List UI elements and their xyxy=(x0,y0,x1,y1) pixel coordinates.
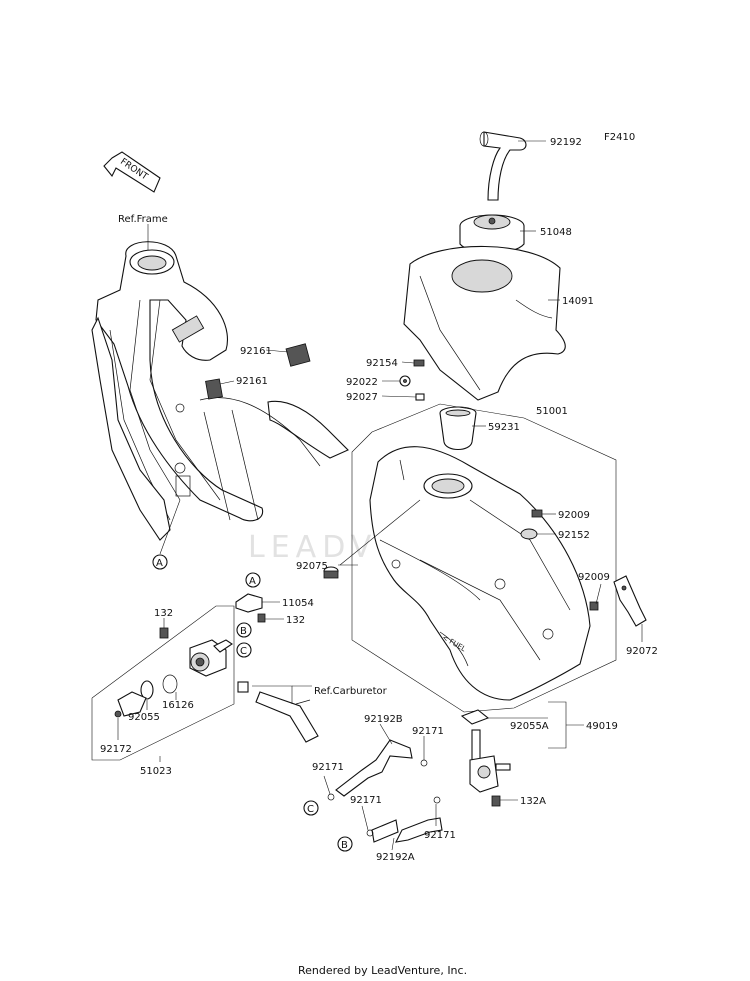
clip-92171-d xyxy=(366,829,374,837)
clip-92171-c xyxy=(433,796,441,804)
part-51001[interactable]: 51001 xyxy=(536,406,568,417)
lever-92172 xyxy=(114,691,147,718)
part-92161-upper[interactable]: 92161 xyxy=(240,346,272,357)
part-92152[interactable]: 92152 xyxy=(558,530,590,541)
clip-92171-a xyxy=(420,759,428,767)
part-92075[interactable]: 92075 xyxy=(296,561,328,572)
callout-C-hose: C xyxy=(303,800,319,816)
tank-cover-14091 xyxy=(403,245,566,401)
clip-92171-b xyxy=(327,793,335,801)
damper-pad-lower xyxy=(205,378,223,400)
footer-credit: Rendered by LeadVenture, Inc. xyxy=(298,964,467,977)
svg-text:C: C xyxy=(240,646,247,657)
callout-B-valve: B xyxy=(236,622,252,638)
part-92172[interactable]: 92172 xyxy=(100,744,132,755)
part-59231[interactable]: 59231 xyxy=(488,422,520,433)
filter-59231 xyxy=(439,406,477,451)
part-92171-a[interactable]: 92171 xyxy=(412,726,444,737)
part-92055A[interactable]: 92055A xyxy=(510,721,549,732)
breather-hose xyxy=(479,131,527,201)
bolt-92009-upper xyxy=(531,509,543,518)
bolt-92154 xyxy=(413,359,425,367)
hose-92192A xyxy=(371,817,443,843)
part-16126[interactable]: 16126 xyxy=(162,700,194,711)
part-132-bracket[interactable]: 132 xyxy=(286,615,305,626)
part-92022[interactable]: 92022 xyxy=(346,377,378,388)
front-arrow-icon: FRONT xyxy=(103,151,161,193)
ref-frame-label: Ref.Frame xyxy=(118,214,168,225)
gasket-92055 xyxy=(140,680,154,700)
oring-16126 xyxy=(162,674,178,694)
fuel-cock-49019 xyxy=(469,729,511,793)
bolt-92009-right xyxy=(589,601,599,611)
part-92192B[interactable]: 92192B xyxy=(364,714,403,725)
bolt-132-bracket xyxy=(257,613,266,623)
part-11054[interactable]: 11054 xyxy=(282,598,314,609)
callout-C-valve: C xyxy=(236,642,252,658)
carburetor-hose xyxy=(255,691,319,743)
washer-92152 xyxy=(520,528,538,540)
part-132-left[interactable]: 132 xyxy=(154,608,173,619)
callout-B-hose: B xyxy=(337,836,353,852)
collar-92027 xyxy=(415,393,425,401)
bolt-132A xyxy=(491,795,501,807)
svg-text:B: B xyxy=(341,840,348,851)
part-92171-d[interactable]: 92171 xyxy=(424,830,456,841)
bracket-11054 xyxy=(235,593,263,613)
valve-body xyxy=(189,639,233,677)
part-92161-lower[interactable]: 92161 xyxy=(236,376,268,387)
part-51023[interactable]: 51023 xyxy=(140,766,172,777)
part-14091[interactable]: 14091 xyxy=(562,296,594,307)
part-92154[interactable]: 92154 xyxy=(366,358,398,369)
leader-lines xyxy=(117,140,643,851)
washer-92022 xyxy=(399,375,411,387)
valve-fitting xyxy=(237,681,249,693)
grommet-92075 xyxy=(323,566,339,579)
svg-text:A: A xyxy=(249,576,256,587)
damper-pad-upper xyxy=(285,343,311,367)
hose-92192B xyxy=(335,739,413,797)
part-51048[interactable]: 51048 xyxy=(540,227,572,238)
part-92192A[interactable]: 92192A xyxy=(376,852,415,863)
callout-A-frame: A xyxy=(152,554,168,570)
svg-text:B: B xyxy=(240,626,247,637)
fuel-tank-51001: < FUEL xyxy=(369,446,591,701)
part-92192[interactable]: 92192 xyxy=(550,137,582,148)
part-92009-upper[interactable]: 92009 xyxy=(558,510,590,521)
part-92055[interactable]: 92055 xyxy=(128,712,160,723)
svg-text:C: C xyxy=(307,804,314,815)
diagram-code: F2410 xyxy=(604,132,635,143)
bolt-132-left xyxy=(159,627,169,639)
ref-carburetor-label: Ref.Carburetor xyxy=(314,686,388,697)
part-92171-c[interactable]: 92171 xyxy=(350,795,382,806)
part-49019[interactable]: 49019 xyxy=(586,721,618,732)
strap-92072 xyxy=(613,575,647,627)
part-92009-right[interactable]: 92009 xyxy=(578,572,610,583)
part-132A[interactable]: 132A xyxy=(520,796,546,807)
part-92171-b[interactable]: 92171 xyxy=(312,762,344,773)
callout-A-bracket: A xyxy=(245,572,261,588)
part-92027[interactable]: 92027 xyxy=(346,392,378,403)
svg-text:A: A xyxy=(156,558,163,569)
frame-illustration xyxy=(91,241,349,541)
part-92072[interactable]: 92072 xyxy=(626,646,658,657)
